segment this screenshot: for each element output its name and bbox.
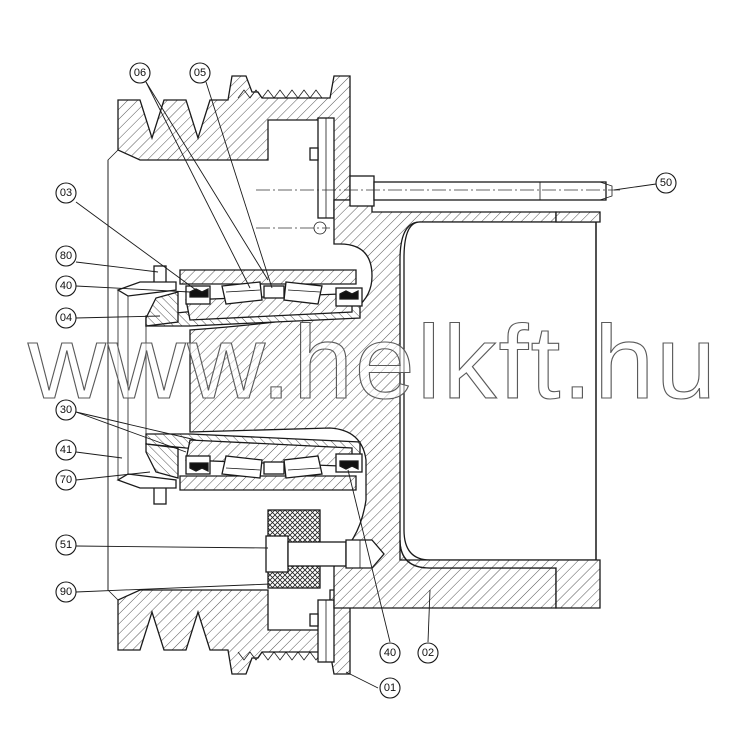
callout-90-label: 90 [60,586,72,598]
tapered-roller-right [283,281,323,305]
upper-bearing-assembly [116,265,363,327]
hub-housing [189,199,601,609]
callout-40-lower: 40 [379,642,401,664]
callout-01-label: 01 [384,682,396,694]
callout-01: 01 [379,677,401,699]
callout-04-label: 04 [60,312,72,324]
callout-90: 90 [55,581,77,603]
pulley-body [107,75,351,675]
tapered-roller-left-lower [221,455,263,479]
callout-41: 41 [55,439,77,461]
tapered-roller-left [221,281,263,305]
callout-50: 50 [655,172,677,194]
callout-40-upper-label: 40 [60,280,72,292]
bolt-50 [256,175,620,235]
callout-03: 03 [55,182,77,204]
center-bore [117,290,147,480]
callout-02: 02 [417,642,439,664]
watermark-text: www.helkft.hu [27,305,718,421]
callout-80-label: 80 [60,250,72,262]
callout-30: 30 [55,399,77,421]
callout-03-label: 03 [60,187,72,199]
callout-40-lower-label: 40 [384,647,396,659]
leader-lines [75,81,657,689]
callout-51-label: 51 [60,539,72,551]
flange-plate [309,117,335,663]
callout-40-upper: 40 [55,275,77,297]
callout-30-label: 30 [60,404,72,416]
callout-51: 51 [55,534,77,556]
callout-80: 80 [55,245,77,267]
callout-04: 04 [55,307,77,329]
callout-70: 70 [55,469,77,491]
lower-bearing-assembly [116,433,363,505]
callout-70-label: 70 [60,474,72,486]
callout-06: 06 [129,62,151,84]
callout-05-label: 05 [194,67,206,79]
callout-06-label: 06 [134,67,146,79]
callout-05: 05 [189,62,211,84]
callout-41-label: 41 [60,444,72,456]
stud-51-and-knurled-nut-90 [265,509,385,589]
tapered-roller-right-lower [283,455,323,479]
callout-02-label: 02 [422,647,434,659]
callout-50-label: 50 [660,177,672,189]
